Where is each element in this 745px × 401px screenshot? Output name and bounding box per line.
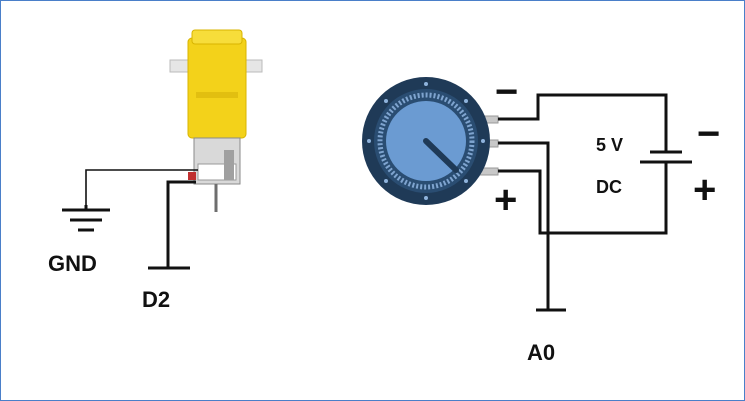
- d2-label: D2: [142, 287, 171, 312]
- a0-label: A0: [527, 340, 556, 365]
- pot-plus-wire: [498, 162, 668, 235]
- pot-minus-sign: −: [495, 70, 519, 114]
- pot-minus-wire: [498, 93, 668, 152]
- gnd-label: GND: [48, 251, 97, 276]
- motor-gnd-wire: [85, 169, 198, 205]
- voltage-label: 5 V: [596, 135, 624, 155]
- dc-motor-icon: [169, 29, 263, 212]
- battery-plus-sign: +: [693, 168, 717, 212]
- motor-d2-wire: [166, 180, 196, 268]
- pot-plus-sign: +: [494, 178, 518, 222]
- potentiometer-icon: [362, 77, 499, 205]
- battery-icon: [640, 150, 692, 164]
- battery-minus-sign: −: [697, 112, 721, 156]
- ground-symbol: [62, 205, 110, 232]
- pot-wiper-wire: [498, 141, 550, 310]
- dc-label: DC: [596, 177, 622, 197]
